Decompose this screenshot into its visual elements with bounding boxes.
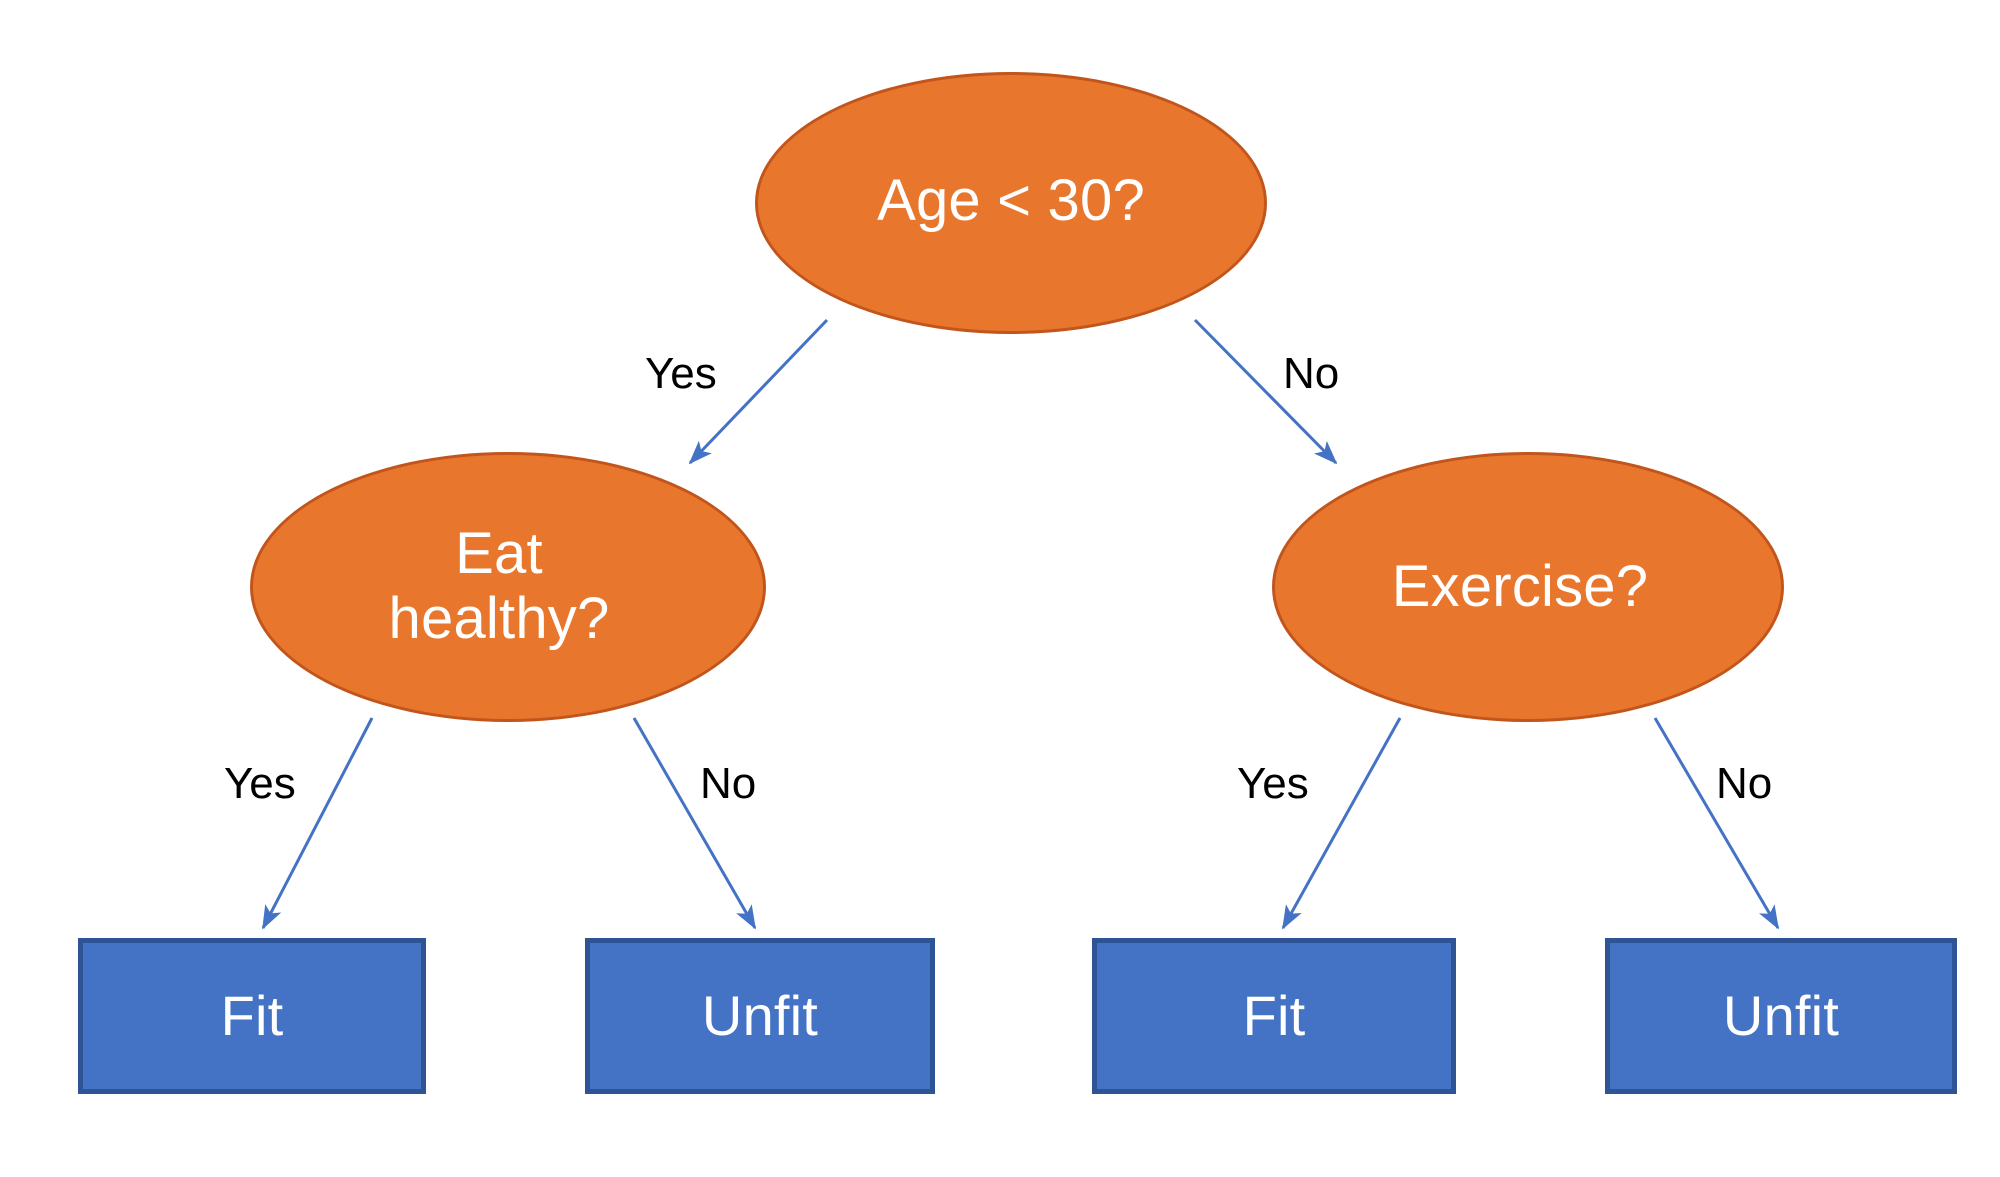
leaf-node-unfit-right[interactable]: Unfit — [1605, 938, 1957, 1094]
leaf-node-fit-left[interactable]: Fit — [78, 938, 426, 1094]
leaf-node-unfit-left-label: Unfit — [701, 983, 819, 1047]
decision-node-root[interactable]: Age < 30? — [755, 72, 1267, 334]
leaf-node-fit-right[interactable]: Fit — [1092, 938, 1456, 1094]
leaf-node-fit-left-label: Fit — [220, 983, 284, 1047]
edge-label-root-no: No — [1283, 349, 1340, 398]
edge-label-eat-healthy-yes: Yes — [224, 759, 296, 808]
decision-node-exercise-label: Exercise? — [1391, 553, 1649, 619]
edge-eat-healthy-to-fit — [261, 717, 374, 930]
edge-label-root-yes: Yes — [645, 349, 717, 398]
edge-label-exercise-yes: Yes — [1237, 759, 1309, 808]
decision-node-eat-healthy-label: Eat healthy? — [388, 521, 610, 651]
leaf-node-fit-right-label: Fit — [1242, 983, 1306, 1047]
edge-exercise-to-fit — [1281, 717, 1402, 930]
edge-label-eat-healthy-no: No — [700, 759, 757, 808]
edge-exercise-to-unfit — [1653, 717, 1780, 930]
edge-label-exercise-no: No — [1716, 759, 1773, 808]
decision-node-eat-healthy[interactable]: Eat healthy? — [250, 452, 766, 722]
leaf-node-unfit-left[interactable]: Unfit — [585, 938, 935, 1094]
decision-node-exercise[interactable]: Exercise? — [1272, 452, 1784, 722]
decision-node-root-label: Age < 30? — [877, 167, 1145, 233]
edge-eat-healthy-to-unfit — [632, 717, 757, 930]
leaf-node-unfit-right-label: Unfit — [1722, 983, 1840, 1047]
